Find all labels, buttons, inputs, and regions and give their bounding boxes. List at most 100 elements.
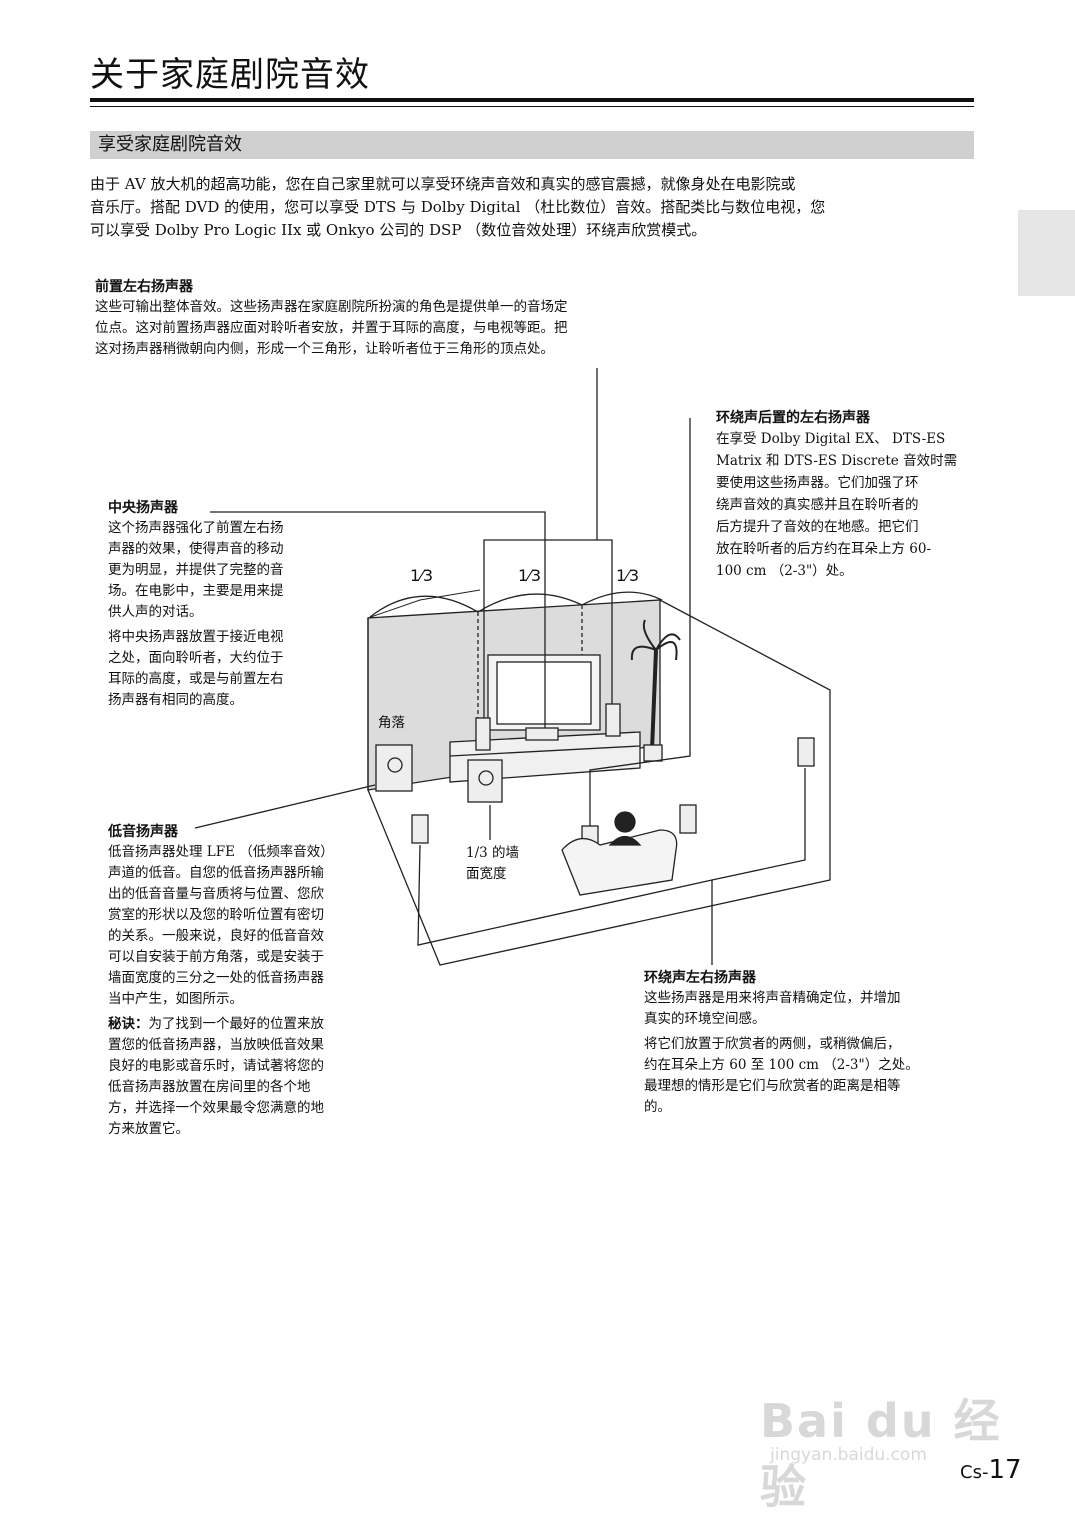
text-line: 为了找到一个最好的位置来放 [148,1016,325,1032]
side-tab [1018,210,1075,296]
text-line: 最理想的情形是它们与欣赏者的距离是相等 [644,1078,901,1094]
text-line: 位点。这对前置扬声器应面对聆听者安放，并置于耳际的高度，与电视等距。把 [95,320,568,336]
surround-back-block: 环绕声后置的左右扬声器 在享受 Dolby Digital EX、 DTS-ES… [716,408,986,582]
center-speaker-block: 中央扬声器 这个扬声器强化了前置左右扬 声器的效果，使得声音的移动 更为明显，并… [108,498,338,711]
corner-label: 角落 [378,715,405,731]
wall-third-line: 面宽度 [466,866,507,882]
front-speakers-text: 这些可输出整体音效。这些扬声器在家庭剧院所扮演的角色是提供单一的音场定 位点。这… [95,297,685,360]
text-line: 放在聆听者的后方约在耳朵上方 60- [716,541,932,557]
text-line: 耳际的高度，或是与前置左右 [108,671,284,687]
intro-line: 由于 AV 放大机的超高功能，您在自己家里就可以享受环绕声音效和真实的感官震撼，… [90,175,796,193]
intro-line: 可以享受 Dolby Pro Logic IIx 或 Onkyo 公司的 DSP… [90,221,707,239]
subwoofer-third [467,759,503,803]
third-arc-middle [477,593,583,613]
fraction-label: 1⁄3 [410,566,434,585]
page-number: Cs-17 [960,1455,1022,1485]
text-line: 当中产生，如图所示。 [108,991,243,1007]
subwoofer-title: 低音扬声器 [108,824,178,840]
sofa [561,829,678,896]
center-speaker [525,727,559,741]
text-line: 出的低音音量与音质将与位置、您欣 [108,886,324,902]
text-line: 墙面宽度的三分之一处的低音扬声器 [108,970,324,986]
wall-third-line: 1/3 的墙 [466,845,520,861]
watermark-url: jingyan.baidu.com [770,1445,927,1465]
front-right-speaker [605,703,621,737]
surround-back-speaker-left [581,825,599,855]
center-speaker-text-2: 将中央扬声器放置于接近电视 之处，面向聆听者，大约位于 耳际的高度，或是与前置左… [108,627,338,711]
third-arc-right [581,591,663,606]
text-line: 可以自安装于前方角落，或是安装于 [108,949,324,965]
text-line: 约在耳朵上方 60 至 100 cm （2-3"）之处。 [644,1057,919,1073]
text-line: 的。 [644,1099,671,1115]
text-line: 后方提升了音效的在地感。把它们 [716,519,919,535]
front-left-speaker [475,717,491,751]
fraction-label: 1⁄3 [616,566,640,585]
text-line: 这对扬声器稍微朝向内侧，形成一个三角形，让聆听者位于三角形的顶点处。 [95,341,554,357]
subwoofer-tip: 秘诀：为了找到一个最好的位置来放 置您的低音扬声器，当放映低音效果 良好的电影或… [108,1014,388,1140]
back-wall [367,599,661,791]
leader-front [483,368,598,718]
front-speakers-title: 前置左右扬声器 [95,279,193,295]
subwoofer-text: 低音扬声器处理 LFE （低频率音效） 声道的低音。自您的低音扬声器所输 出的低… [108,842,388,1010]
text-line: 将它们放置于欣赏者的两侧，或稍微偏后， [644,1036,901,1052]
text-line: 这些扬声器是用来将声音精确定位，并增加 [644,990,901,1006]
page-number-value: 17 [988,1455,1022,1485]
surround-back-title: 环绕声后置的左右扬声器 [716,410,870,426]
watermark: Bai du 经验 jingyan.baidu.com [760,1375,1030,1514]
tv [487,654,601,731]
subwoofer-block: 低音扬声器 低音扬声器处理 LFE （低频率音效） 声道的低音。自您的低音扬声器… [108,822,388,1140]
third-arc-left [369,595,479,618]
text-line: 在享受 Dolby Digital EX、 DTS-ES [716,431,946,447]
page-prefix: Cs- [960,1462,989,1483]
text-line: 这个扬声器强化了前置左右扬 [108,520,284,536]
text-line: 真实的环境空间感。 [644,1011,766,1027]
section-title: 享受家庭剧院音效 [98,134,242,155]
text-line: Matrix 和 DTS-ES Discrete 音效时需 [716,453,958,469]
text-line: 100 cm （2-3"）处。 [716,563,853,579]
text-line: 置您的低音扬声器，当放映低音效果 [108,1037,324,1053]
text-line: 方来放置它。 [108,1121,189,1137]
section-bar: 享受家庭剧院音效 [90,131,974,159]
title-rule-thin [90,106,974,107]
text-line: 供人声的对话。 [108,604,203,620]
surround-block: 环绕声左右扬声器 这些扬声器是用来将声音精确定位，并增加 真实的环境空间感。 将… [644,968,974,1118]
text-line: 场。在电影中，主要是用来提 [108,583,284,599]
surround-back-text: 在享受 Dolby Digital EX、 DTS-ES Matrix 和 DT… [716,428,986,582]
text-line: 这些可输出整体音效。这些扬声器在家庭剧院所扮演的角色是提供单一的音场定 [95,299,568,315]
intro-paragraph: 由于 AV 放大机的超高功能，您在自己家里就可以享受环绕声音效和真实的感官震撼，… [90,173,974,242]
fraction-label: 1⁄3 [518,566,542,585]
text-line: 绕声音效的真实感并且在聆听者的 [716,497,919,513]
subwoofer-corner [375,744,413,792]
center-speaker-title: 中央扬声器 [108,500,178,516]
text-line: 要使用这些扬声器。它们加强了环 [716,475,919,491]
title-rule-thick [90,98,974,102]
front-speakers-block: 前置左右扬声器 这些可输出整体音效。这些扬声器在家庭剧院所扮演的角色是提供单一的… [95,277,685,360]
text-line: 低音扬声器放置在房间里的各个地 [108,1079,311,1095]
room-outline [367,599,831,966]
surround-right-speaker [679,804,697,834]
text-line: 之处，面向聆听者，大约位于 [108,650,284,666]
wall-third-label: 1/3 的墙 面宽度 [466,843,519,885]
text-line: 声道的低音。自您的低音扬声器所输 [108,865,324,881]
surround-back-speaker [797,737,815,767]
text-line: 的关系。一般来说，良好的低音音效 [108,928,324,944]
surround-text-2: 将它们放置于欣赏者的两侧，或稍微偏后， 约在耳朵上方 60 至 100 cm （… [644,1034,974,1118]
tv-stand [449,731,641,783]
text-line: 将中央扬声器放置于接近电视 [108,629,284,645]
surround-text-1: 这些扬声器是用来将声音精确定位，并增加 真实的环境空间感。 [644,988,974,1030]
text-line: 声器的效果，使得声音的移动 [108,541,284,557]
text-line: 赏室的形状以及您的聆听位置有密切 [108,907,324,923]
text-line: 低音扬声器处理 LFE （低频率音效） [108,844,334,860]
surround-left-speaker [411,814,429,844]
center-speaker-text-1: 这个扬声器强化了前置左右扬 声器的效果，使得声音的移动 更为明显，并提供了完整的… [108,518,338,623]
watermark-logo: Bai du 经验 [760,1394,1002,1514]
text-line: 方，并选择一个效果最令您满意的地 [108,1100,324,1116]
listener-icon [614,811,636,833]
text-line: 扬声器有相同的高度。 [108,692,243,708]
intro-line: 音乐厅。搭配 DVD 的使用，您可以享受 DTS 与 Dolby Digital… [90,198,826,216]
page-title: 关于家庭剧院音效 [90,55,370,95]
text-line: 更为明显，并提供了完整的音 [108,562,284,578]
tip-label: 秘诀： [108,1016,149,1032]
text-line: 良好的电影或音乐时，请试著将您的 [108,1058,324,1074]
surround-title: 环绕声左右扬声器 [644,970,756,986]
